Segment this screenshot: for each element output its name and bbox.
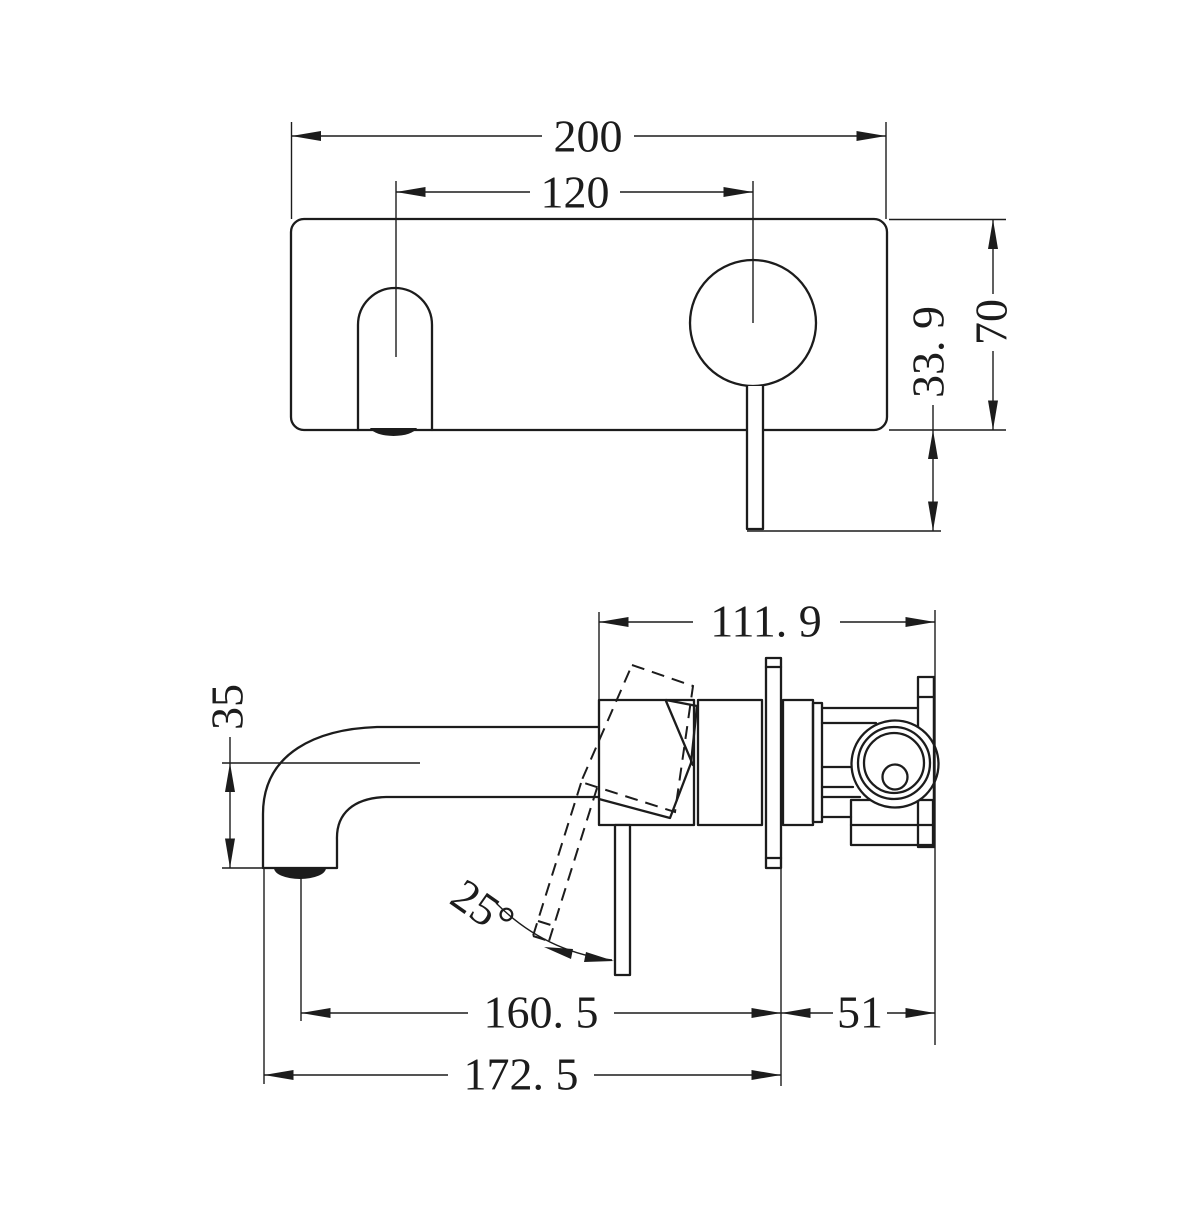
front-view: 200 120 70 33. 9 bbox=[289, 111, 1017, 532]
cartridge-body bbox=[696, 698, 764, 827]
valve-body-inner-ring bbox=[862, 731, 926, 795]
lever-arm-dashed-step bbox=[537, 920, 555, 927]
dim-text-33-9: 33. 9 bbox=[903, 306, 954, 398]
dim-behind-wall: 51 bbox=[781, 987, 935, 1038]
dim-lever-swing: 25° bbox=[442, 869, 614, 962]
dim-overall-reach: 172. 5 bbox=[263, 869, 781, 1100]
dim-text-70: 70 bbox=[966, 299, 1017, 345]
lever-knob-dashed bbox=[579, 663, 695, 814]
side-view: 25° 35 111. 9 bbox=[202, 596, 940, 1100]
lever-arm-dashed-left bbox=[532, 782, 582, 937]
dim-spout-drop: 35 bbox=[202, 684, 266, 869]
dim-text-160-5: 160. 5 bbox=[484, 987, 599, 1038]
inwall-collar bbox=[811, 701, 824, 824]
handle-hub bbox=[597, 698, 696, 827]
inlet-pipes bbox=[820, 706, 919, 819]
dim-text-172-5: 172. 5 bbox=[464, 1049, 579, 1100]
dim-body-depth: 111. 9 bbox=[598, 596, 936, 1045]
aerator-front bbox=[370, 428, 417, 436]
lever-arm-dashed-right bbox=[548, 787, 598, 942]
dim-plate-height: 70 bbox=[889, 218, 1017, 431]
spout-front-outline bbox=[356, 286, 434, 432]
valve-screw bbox=[881, 763, 909, 791]
lever-knob-edge bbox=[664, 699, 695, 767]
dim-text-111-9: 111. 9 bbox=[710, 596, 822, 647]
inwall-body bbox=[781, 698, 815, 827]
dim-text-200: 200 bbox=[554, 111, 623, 162]
dim-overall-width: 200 bbox=[290, 111, 887, 219]
dim-text-51: 51 bbox=[837, 987, 883, 1038]
lever-arm-dashed-cap bbox=[532, 935, 550, 942]
lever-front bbox=[745, 386, 765, 531]
dim-text-120: 120 bbox=[541, 167, 610, 218]
valve-body-ring bbox=[856, 725, 932, 801]
dim-text-25deg: 25° bbox=[442, 869, 524, 948]
dim-lever-drop: 33. 9 bbox=[747, 306, 954, 532]
wall-flange bbox=[764, 656, 783, 870]
dim-hole-spacing: 120 bbox=[396, 167, 753, 218]
lever-open-position bbox=[532, 663, 695, 942]
dim-reach-to-outlet: 160. 5 bbox=[300, 877, 781, 1038]
backplate-outline bbox=[289, 217, 889, 432]
dim-text-35: 35 bbox=[202, 684, 253, 730]
lever-arm-solid bbox=[613, 823, 632, 977]
aerator-side bbox=[274, 868, 326, 879]
spout-side-outline bbox=[261, 725, 601, 870]
